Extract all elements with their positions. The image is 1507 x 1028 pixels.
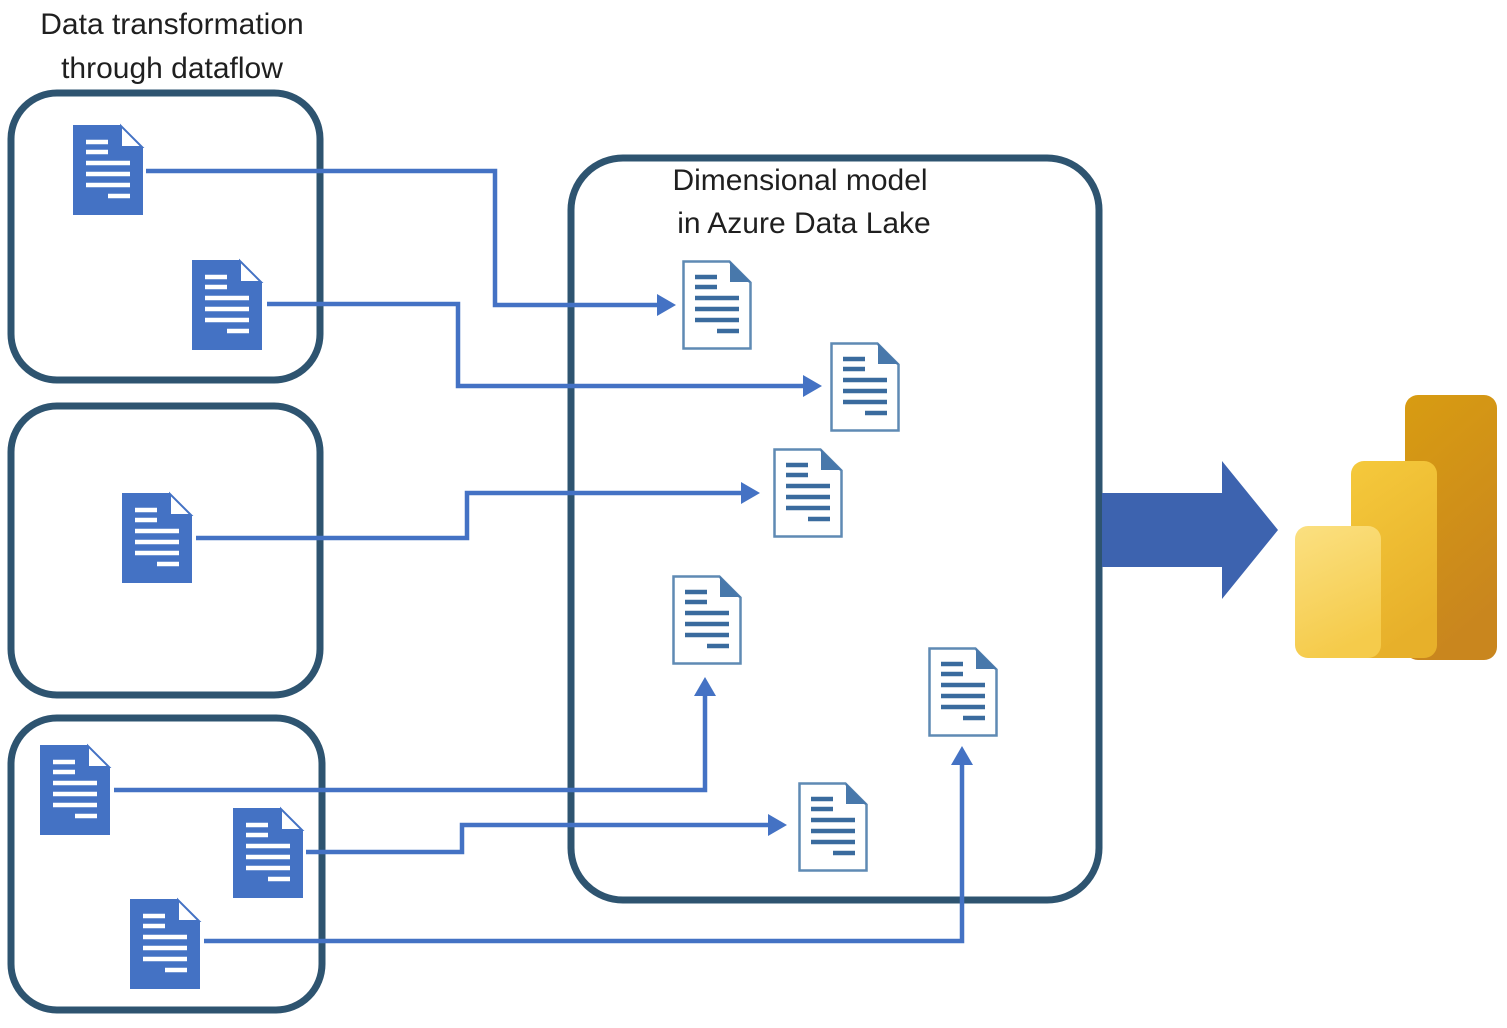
document-outline-icon — [930, 648, 998, 736]
document-icon — [233, 808, 303, 898]
document-icon — [73, 125, 143, 215]
model-box-border — [567, 154, 1103, 904]
connector-arrow-1 — [146, 168, 676, 316]
source-box-2 — [7, 402, 324, 699]
source-box-1 — [7, 89, 324, 384]
document-outline-icon — [674, 576, 742, 664]
connector-arrow-6 — [204, 746, 973, 944]
power-bi-logo — [1295, 395, 1497, 660]
document-outline-icon — [832, 343, 900, 431]
document-icon — [192, 260, 262, 350]
source-title-line-2: through dataflow — [61, 52, 283, 85]
connector-arrow-5 — [306, 814, 787, 855]
document-outline-icon — [775, 449, 843, 537]
connector-arrow-2 — [267, 301, 822, 397]
connectors — [114, 168, 973, 944]
connector-arrow-4 — [114, 677, 716, 793]
source-group-title: Data transformation through dataflow — [40, 8, 303, 85]
source-box-1-border — [7, 89, 324, 384]
source-title-line-1: Data transformation — [40, 8, 303, 41]
source-box-3 — [7, 714, 326, 1014]
document-icon — [130, 899, 200, 989]
source-box-3-border — [7, 714, 326, 1014]
connector-arrow-3 — [196, 482, 760, 541]
document-outline-icon — [684, 261, 752, 349]
model-title-line-2: in Azure Data Lake — [677, 207, 931, 240]
model-box: Dimensional model in Azure Data Lake — [567, 154, 1103, 904]
power-bi-bar-short — [1295, 526, 1381, 658]
document-outline-icon — [800, 783, 868, 871]
arrow-right-icon — [1102, 461, 1278, 599]
document-icon — [122, 493, 192, 583]
model-title-line-1: Dimensional model — [672, 164, 927, 197]
document-icon — [40, 745, 110, 835]
source-box-2-border — [7, 402, 324, 699]
